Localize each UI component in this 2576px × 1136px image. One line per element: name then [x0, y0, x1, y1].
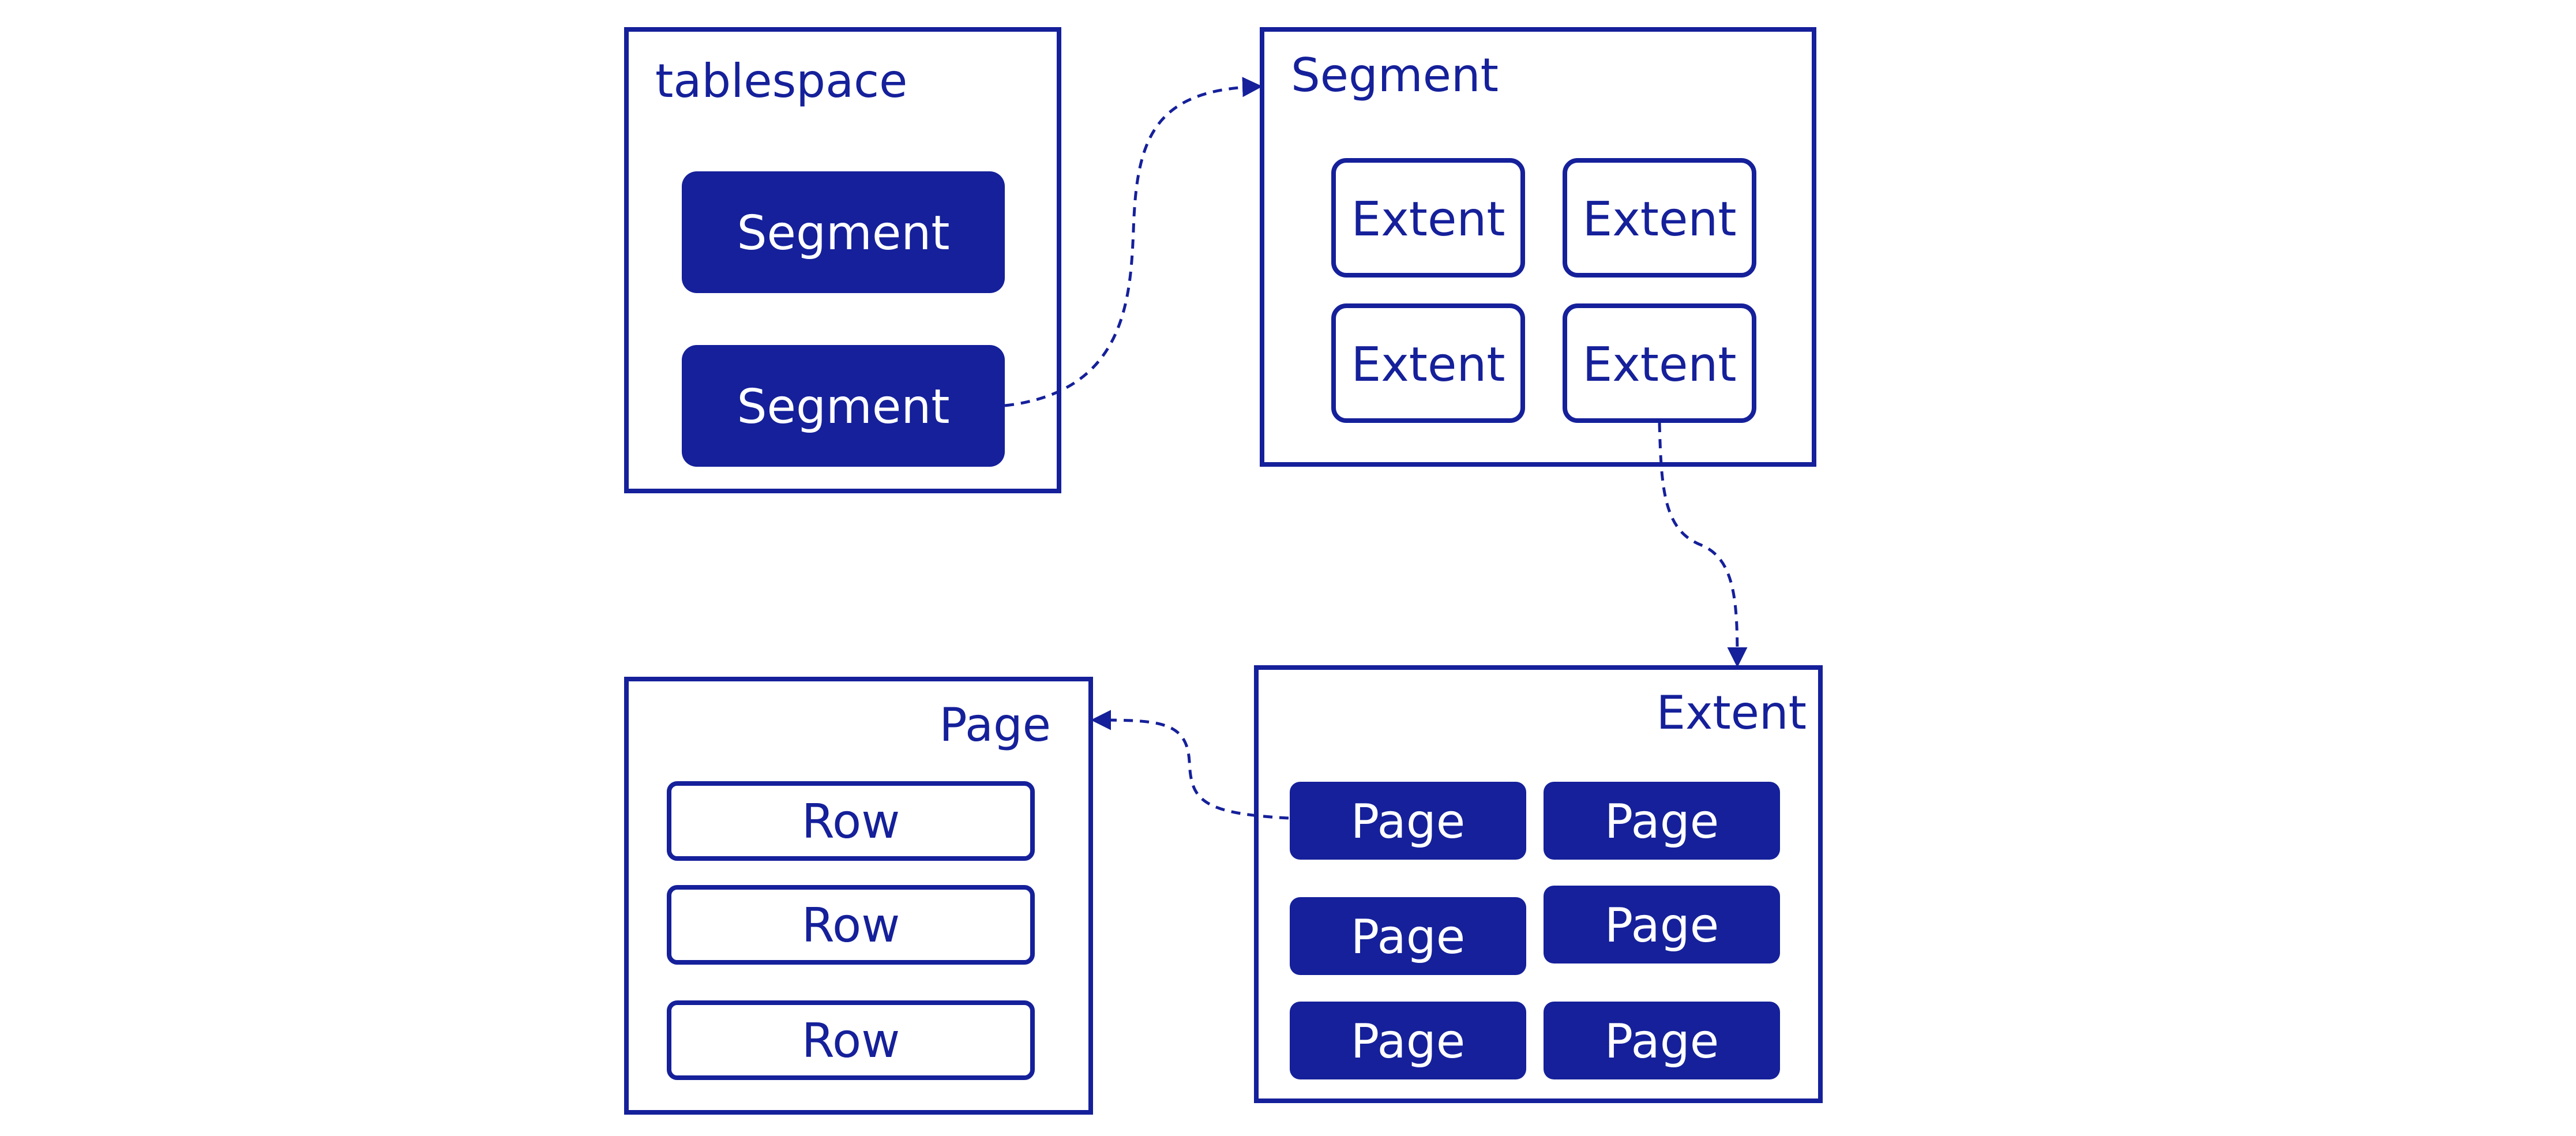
- segment-title: Segment: [1291, 48, 1499, 102]
- segment-extent-1: Extent: [1331, 158, 1525, 278]
- segment-extent-2-label: Extent: [1582, 192, 1736, 247]
- extent-page-2: Page: [1544, 782, 1780, 860]
- extent-page-3: Page: [1290, 897, 1526, 975]
- segment-extent-4: Extent: [1563, 303, 1756, 423]
- page-row-2-label: Row: [802, 898, 900, 953]
- page-to-page-box-arrow: [1091, 710, 1289, 820]
- segment-extent-1-label: Extent: [1351, 192, 1505, 247]
- extent-page-5: Page: [1290, 1002, 1526, 1079]
- extent-page-6: Page: [1544, 1002, 1780, 1079]
- page-row-3: Row: [667, 1000, 1035, 1080]
- segment-to-segment-box-arrow: [1004, 77, 1263, 407]
- extent-page-1: Page: [1290, 782, 1526, 860]
- extent-to-extent-box-arrow: [1658, 422, 1748, 668]
- tablespace-segment-1-label: Segment: [737, 206, 950, 261]
- extent-page-2-label: Page: [1605, 794, 1719, 849]
- extent-page-6-label: Page: [1605, 1014, 1719, 1069]
- extent-page-1-label: Page: [1351, 794, 1466, 849]
- page-row-3-label: Row: [802, 1014, 900, 1068]
- tablespace-segment-1: Segment: [682, 171, 1005, 293]
- extent-title: Extent: [1656, 686, 1807, 740]
- tablespace-segment-2: Segment: [682, 345, 1005, 467]
- extent-box: Extent Page Page Page Page Page Page: [1254, 665, 1823, 1103]
- segment-box: Segment Extent Extent Extent Extent: [1260, 27, 1816, 467]
- segment-extent-4-label: Extent: [1582, 338, 1736, 392]
- segment-extent-3: Extent: [1331, 303, 1525, 423]
- page-title: Page: [939, 698, 1051, 752]
- extent-page-4-label: Page: [1605, 898, 1719, 953]
- extent-page-5-label: Page: [1351, 1014, 1466, 1069]
- tablespace-segment-2-label: Segment: [737, 380, 950, 434]
- page-box: Page Row Row Row: [624, 677, 1093, 1115]
- page-row-1-label: Row: [802, 794, 900, 849]
- tablespace-title: tablespace: [655, 54, 907, 108]
- extent-page-3-label: Page: [1351, 910, 1466, 965]
- page-row-2: Row: [667, 885, 1035, 965]
- segment-extent-3-label: Extent: [1351, 338, 1505, 392]
- page-row-1: Row: [667, 781, 1035, 861]
- tablespace-box: tablespace Segment Segment: [624, 27, 1061, 493]
- segment-extent-2: Extent: [1563, 158, 1756, 278]
- extent-page-4: Page: [1544, 886, 1780, 963]
